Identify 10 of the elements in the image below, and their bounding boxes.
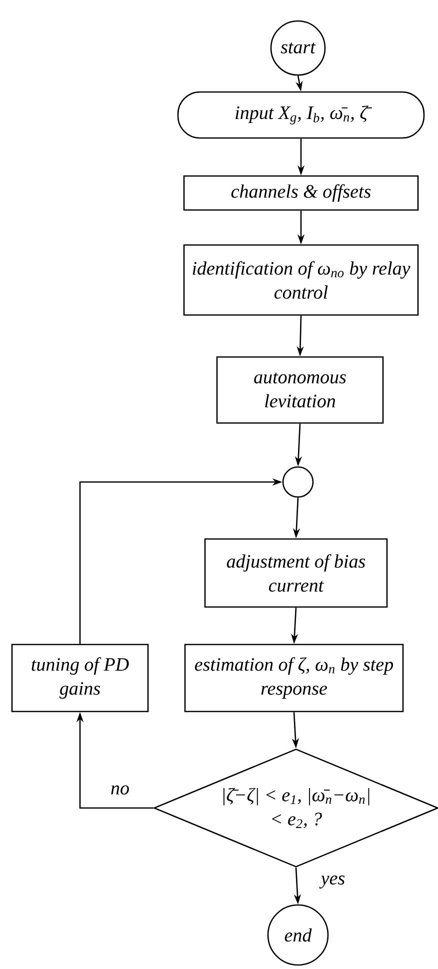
process-box: tuning of PD gains — [11, 644, 149, 712]
edge-label: yes — [319, 874, 346, 890]
input-box: input X$_{g}$, I$_{b}$, ω̄$_{n}$, ζ̄ — [177, 91, 425, 139]
process-box: autonomous levitation — [216, 356, 384, 424]
process-box: estimation of ζ, ω$_{n}$ by step response — [184, 644, 404, 712]
process-box: adjustment of bias current — [204, 538, 388, 608]
junction-circle — [282, 466, 314, 498]
edge-label: no — [110, 784, 130, 796]
process-box: channels & offsets — [183, 175, 419, 211]
process-box: identification of ω$_{no}$ by relay control — [183, 244, 419, 316]
